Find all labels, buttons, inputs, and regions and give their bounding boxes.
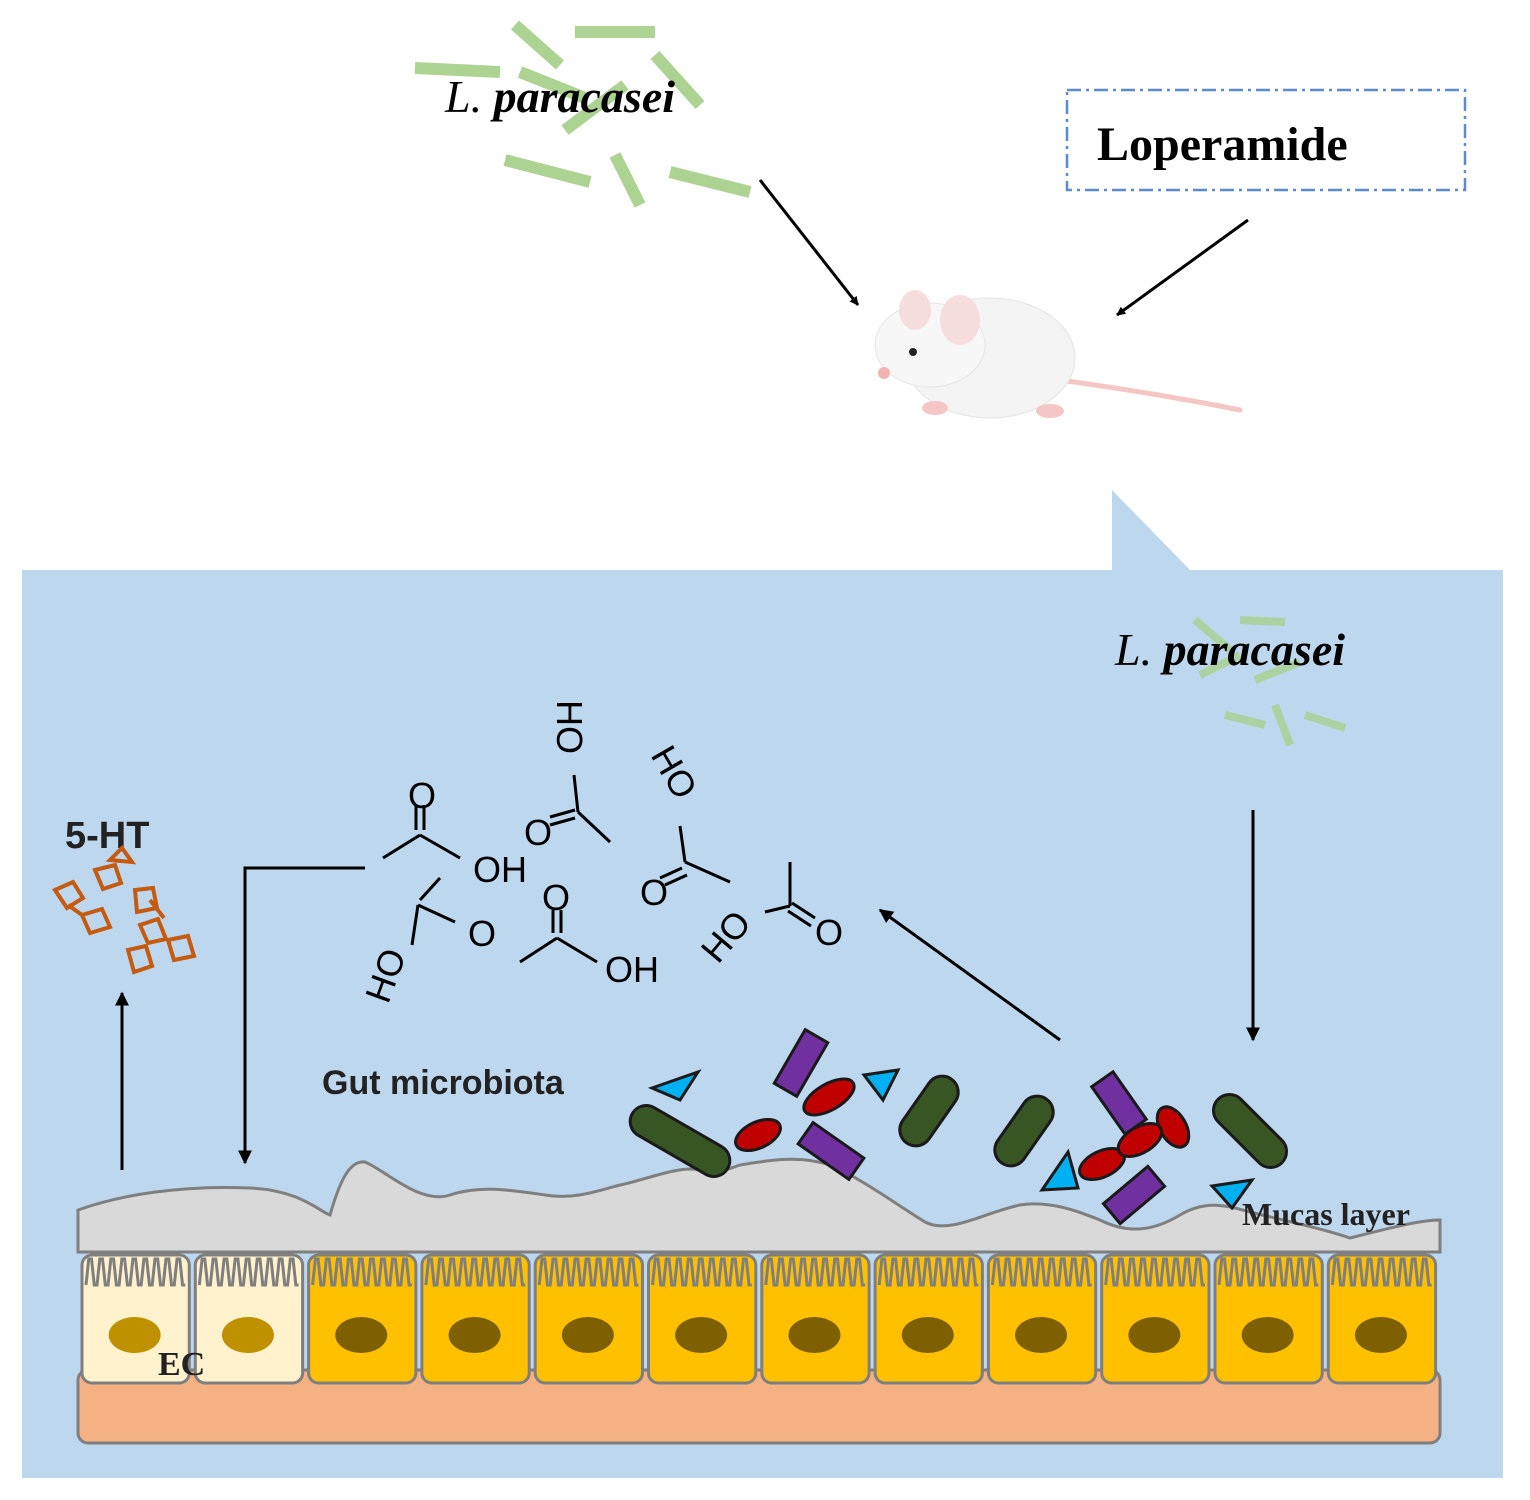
cell-nucleus <box>675 1317 728 1353</box>
bacterium-rod-icon <box>993 1094 1055 1168</box>
cell-nucleus <box>108 1317 161 1353</box>
probiotic-label-gut: L. paracasei <box>1114 624 1345 675</box>
bacterium-coccus-icon <box>1116 1122 1164 1158</box>
bacterium-triangle-icon <box>861 1068 901 1103</box>
atom-carbonyl: O <box>640 872 668 913</box>
microvilli <box>84 1257 186 1287</box>
gut-microbiota <box>628 1027 1289 1226</box>
bacterium-rod-icon <box>796 1120 866 1182</box>
basement-layer <box>76 1368 1442 1445</box>
microvilli <box>197 1257 299 1287</box>
probiotic-bacteria-top <box>414 20 752 208</box>
cell-nucleus <box>448 1317 501 1353</box>
atom-hydroxyl: HO <box>549 700 590 754</box>
arrow-microbiota-to-scfa <box>878 908 1061 1042</box>
loperamide-label: Loperamide <box>1097 118 1348 171</box>
atom-carbonyl: O <box>408 775 436 816</box>
mucus-layer-label: Mucas layer <box>1242 1196 1410 1232</box>
epithelial-cells <box>80 1253 1438 1385</box>
bacterium-rod-icon <box>898 1074 960 1148</box>
bacterium-coccus-icon <box>734 1117 782 1153</box>
microvilli <box>1217 1257 1319 1287</box>
mucus-layer <box>76 1157 1442 1254</box>
cell-nucleus <box>1128 1317 1181 1353</box>
microbiota-label: Gut microbiota <box>322 1064 565 1102</box>
mouse-icon <box>874 290 1243 419</box>
cell-nucleus <box>1354 1317 1407 1353</box>
arrow-loperamide-to-mouse <box>1116 218 1249 317</box>
bacterium-rod-icon <box>628 1104 732 1178</box>
microvilli <box>1104 1257 1205 1287</box>
atom-carbonyl: O <box>524 812 552 853</box>
atom-carbonyl: O <box>542 877 570 918</box>
microvilli <box>651 1257 752 1287</box>
arrow-scfa-to-ec <box>238 866 365 1165</box>
bacterium-rod-icon <box>772 1027 830 1099</box>
microvilli <box>764 1257 866 1287</box>
serotonin-label: 5-HT <box>65 815 149 857</box>
atom-carbonyl: O <box>468 913 496 954</box>
microvilli <box>537 1257 639 1287</box>
bacterium-triangle-icon <box>647 1069 702 1102</box>
microvilli <box>424 1257 526 1287</box>
atom-hydroxyl: OH <box>473 849 527 890</box>
probiotic-label-top: L. paracasei <box>444 71 675 122</box>
microvilli <box>1330 1257 1432 1287</box>
cell-nucleus <box>788 1317 841 1353</box>
cell-nucleus <box>901 1317 954 1353</box>
bacterium-rod-icon <box>1211 1092 1289 1170</box>
bacterium-rod-icon <box>1101 1164 1167 1226</box>
atom-carbonyl: O <box>815 912 843 953</box>
ec-cell-label: EC <box>158 1346 205 1383</box>
microvilli <box>877 1257 979 1287</box>
cell-nucleus <box>221 1317 274 1353</box>
arrow-probiotic-to-mouse <box>758 179 860 306</box>
microvilli <box>990 1257 1092 1287</box>
loperamide-box <box>1065 88 1467 192</box>
cell-nucleus <box>335 1317 388 1353</box>
serotonin-granule-icon <box>52 844 197 975</box>
bacterium-triangle-icon <box>1039 1148 1080 1192</box>
atom-hydroxyl: OH <box>605 949 659 990</box>
microvilli <box>311 1257 412 1287</box>
cell-nucleus <box>1015 1317 1068 1353</box>
cell-nucleus <box>561 1317 614 1353</box>
bacterium-coccus-icon <box>802 1077 856 1117</box>
acetate-molecules <box>382 774 816 964</box>
bacterium-triangle-icon <box>1209 1177 1256 1211</box>
cell-nucleus <box>1241 1317 1294 1353</box>
probiotic-bacteria-gut <box>1192 616 1347 747</box>
